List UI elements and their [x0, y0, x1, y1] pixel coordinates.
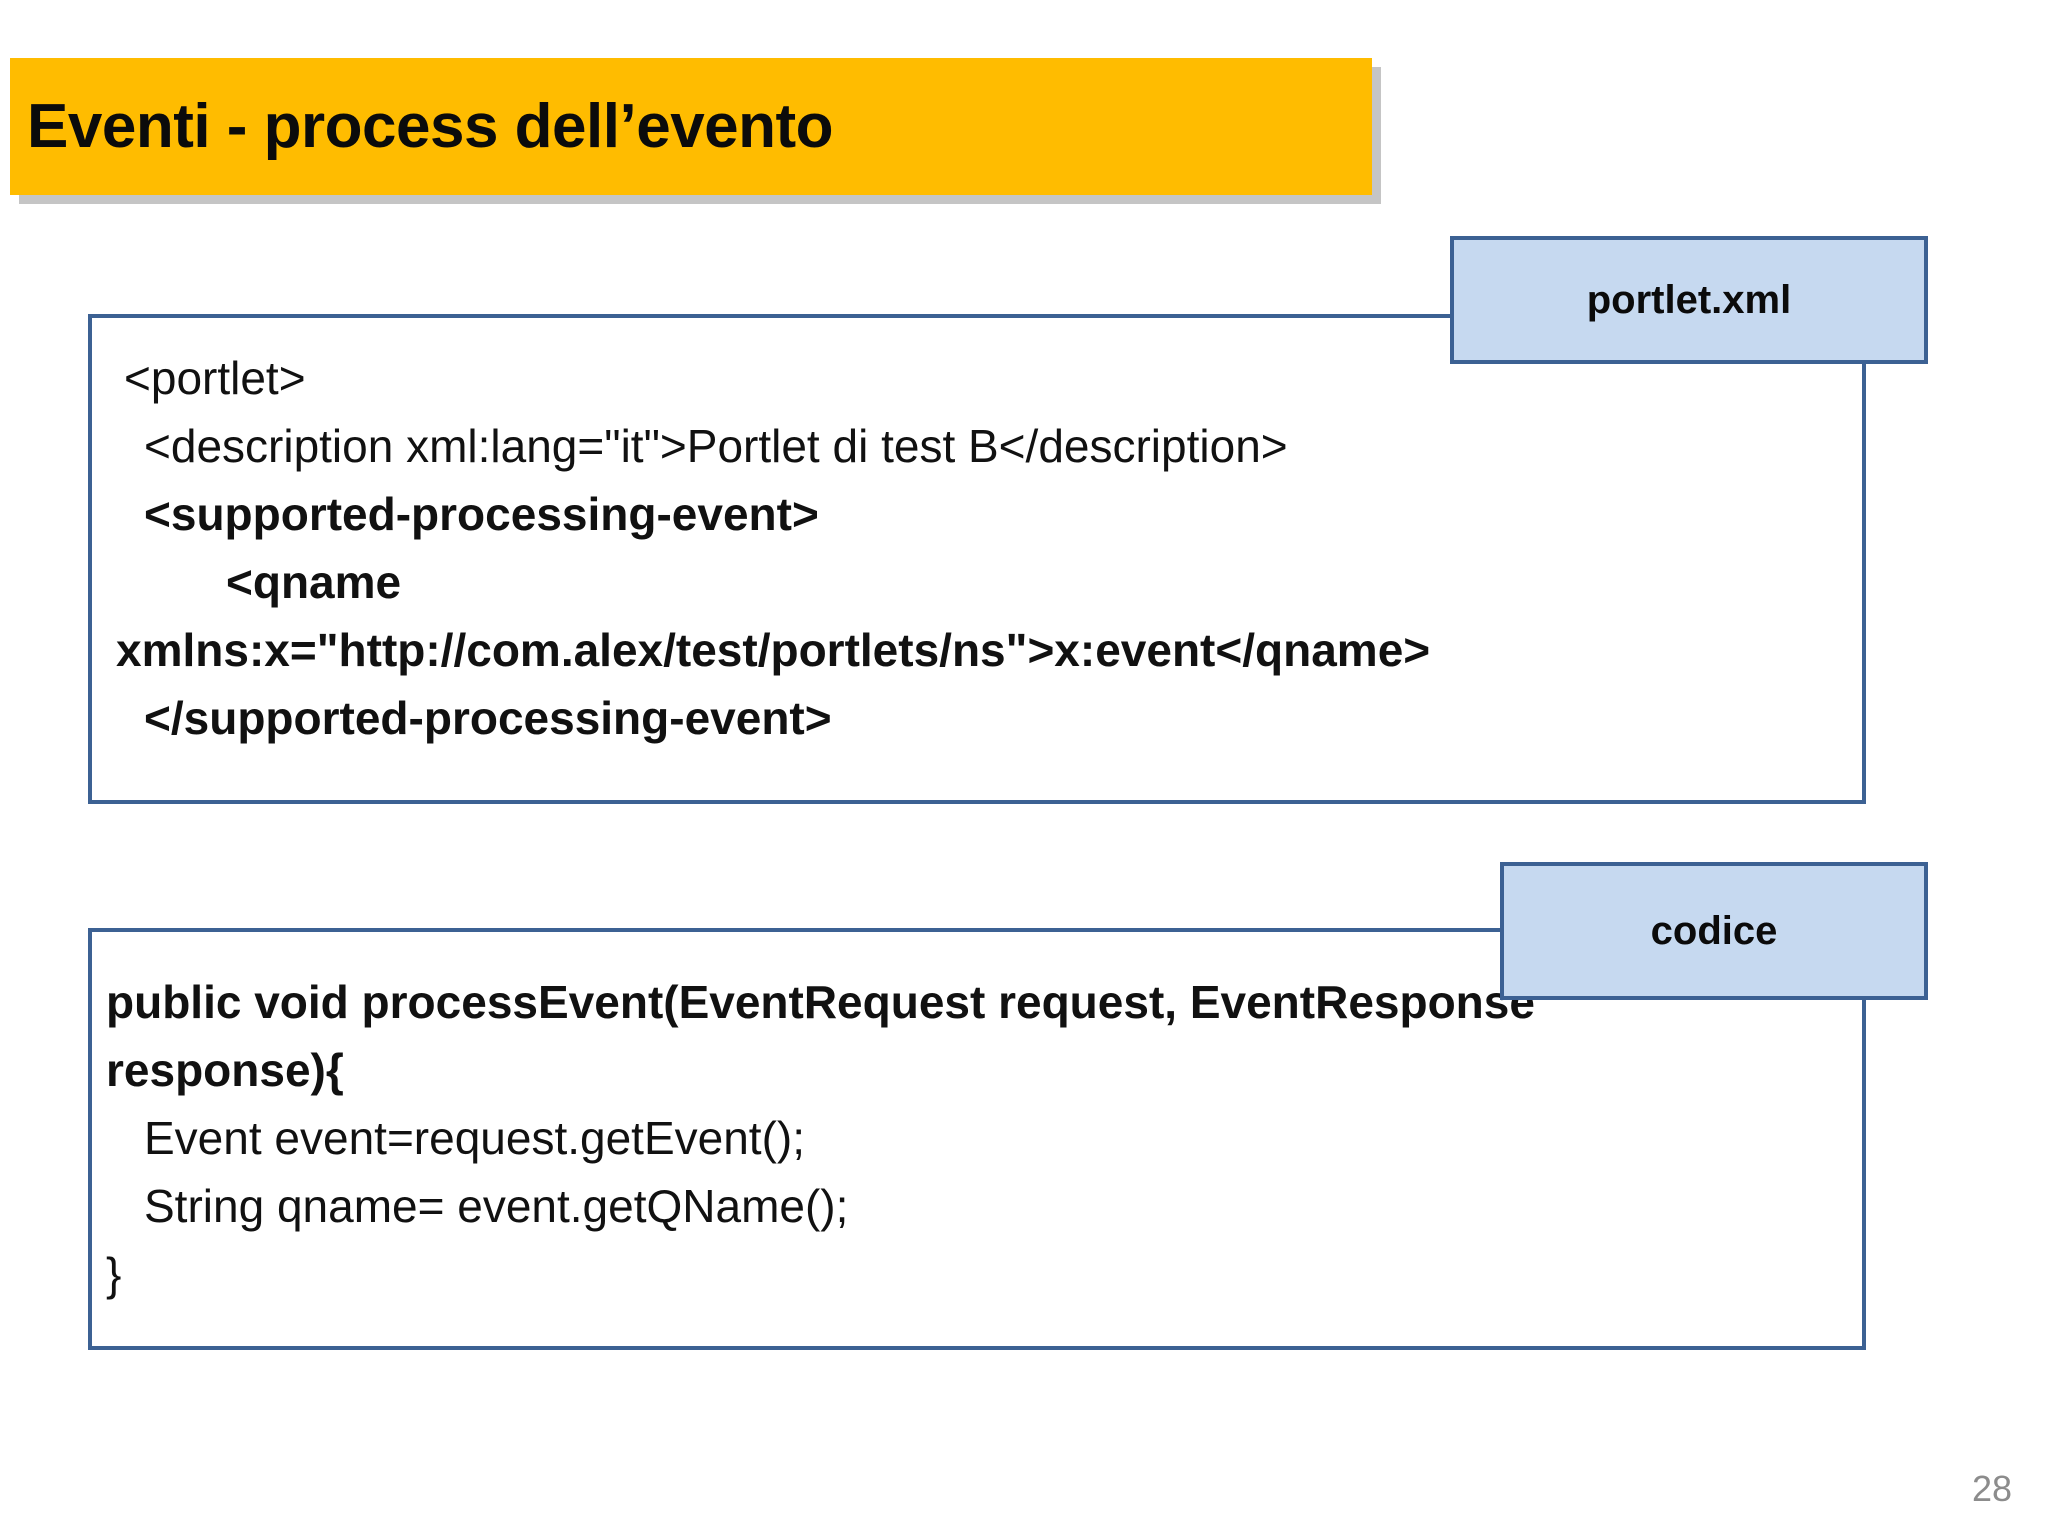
code-line: public void processEvent(EventRequest re… — [106, 976, 1535, 1028]
code-line: String qname= event.getQName(); — [144, 1180, 849, 1232]
codice-label-tag: codice — [1500, 862, 1928, 1000]
codice-label-text: codice — [1650, 908, 1778, 953]
code-line: <description xml:lang="it">Portlet di te… — [144, 420, 1288, 472]
page-title: Eventi - process dell’evento — [27, 92, 834, 161]
code-line: response){ — [106, 1044, 344, 1096]
code-line: <qname — [226, 556, 402, 608]
code-line: <supported-processing-event> — [144, 488, 819, 540]
code-line: </supported-processing-event> — [144, 692, 832, 744]
portlet-xml-label-text: portlet.xml — [1586, 277, 1792, 322]
code-line: xmlns:x="http://com.alex/test/portlets/n… — [116, 624, 1431, 676]
code-line: } — [106, 1248, 122, 1300]
portlet-xml-label-tag: portlet.xml — [1450, 236, 1928, 364]
code-line: <portlet> — [124, 352, 306, 404]
slide-title-banner: Eventi - process dell’evento — [10, 58, 1372, 195]
slide-number: 28 — [1971, 1468, 2012, 1509]
code-line: Event event=request.getEvent(); — [144, 1112, 806, 1164]
portlet-xml-code-box: <portlet> <description xml:lang="it">Por… — [88, 314, 1866, 804]
